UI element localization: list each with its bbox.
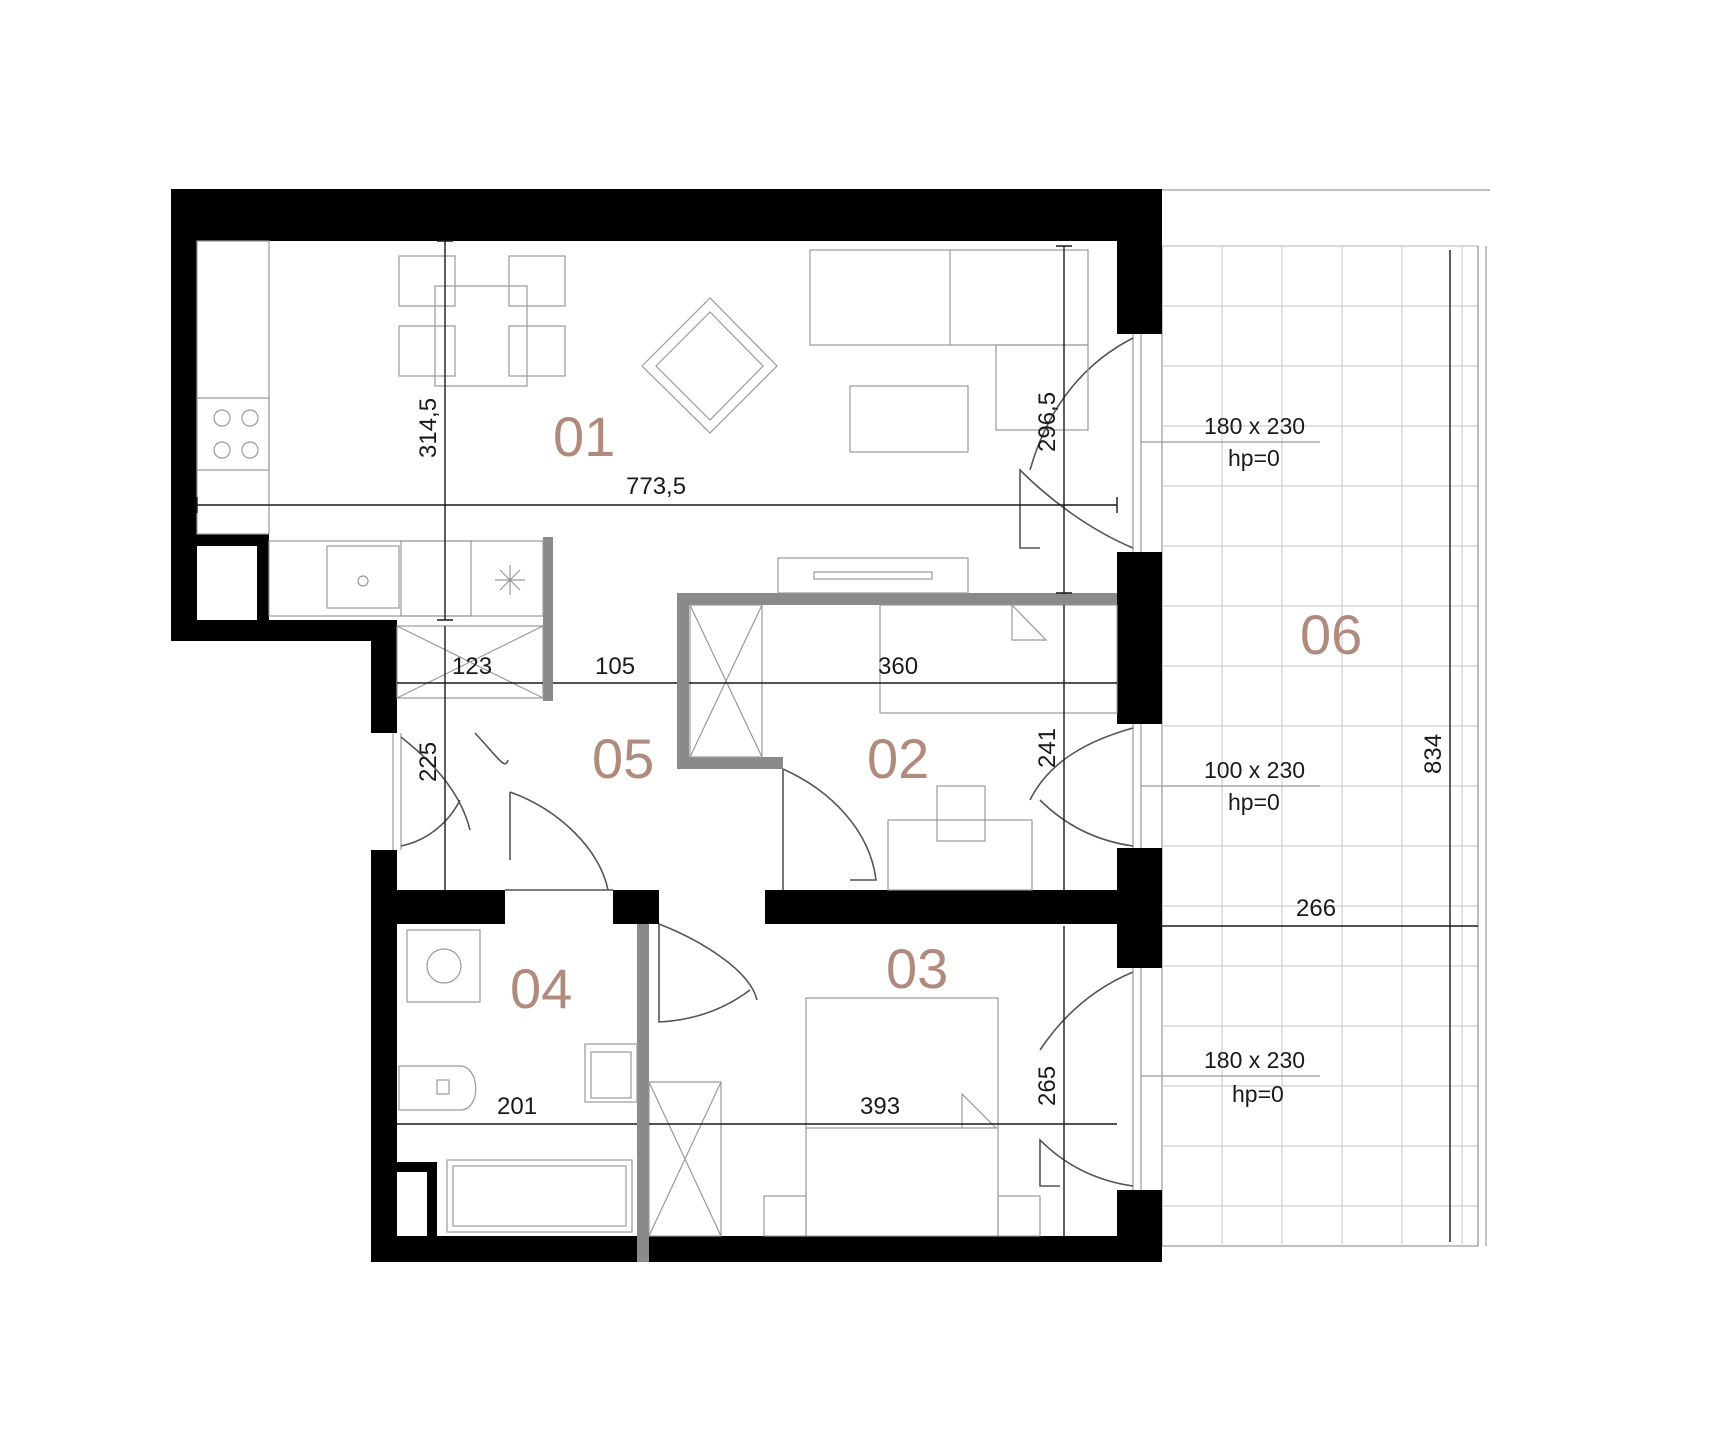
dim-265: 265	[1034, 1066, 1061, 1106]
room-labels: 01 02 03 04 05 06	[510, 405, 1362, 1020]
room-05-label: 05	[592, 727, 654, 790]
dim-266: 266	[1296, 895, 1336, 922]
window-labels: 180 x 230 hp=0 100 x 230 hp=0 180 x 230 …	[1141, 413, 1320, 1107]
dim-225: 225	[415, 742, 442, 782]
dim-296-5: 296,5	[1034, 392, 1061, 452]
exterior-walls	[171, 189, 1162, 1262]
room-03-label: 03	[886, 937, 948, 1000]
partitions	[543, 537, 1117, 1262]
window-size-2: 100 x 230	[1204, 757, 1305, 783]
dim-773-5: 773,5	[626, 473, 686, 500]
dimension-lines	[196, 240, 1478, 1242]
dim-393: 393	[860, 1093, 900, 1120]
dim-241: 241	[1034, 728, 1061, 768]
dim-360: 360	[878, 653, 918, 680]
dim-834: 834	[1420, 734, 1447, 774]
room-01-label: 01	[553, 405, 615, 468]
window-hp-3: hp=0	[1232, 1081, 1284, 1107]
terrace-grid	[1161, 189, 1490, 1247]
dim-201: 201	[497, 1093, 537, 1120]
room-02-label: 02	[867, 727, 929, 790]
dim-314-5: 314,5	[415, 398, 442, 458]
room-04-label: 04	[510, 957, 572, 1020]
dim-123: 123	[452, 653, 492, 680]
window-size-1: 180 x 230	[1204, 413, 1305, 439]
dim-105: 105	[595, 653, 635, 680]
room-06-label: 06	[1300, 603, 1362, 666]
window-hp-1: hp=0	[1228, 445, 1280, 471]
furniture	[196, 240, 1118, 1237]
window-hp-2: hp=0	[1228, 789, 1280, 815]
dimension-labels: 773,5 314,5 296,5 123 105 360 225 241 26…	[415, 392, 1447, 1120]
window-size-3: 180 x 230	[1204, 1047, 1305, 1073]
